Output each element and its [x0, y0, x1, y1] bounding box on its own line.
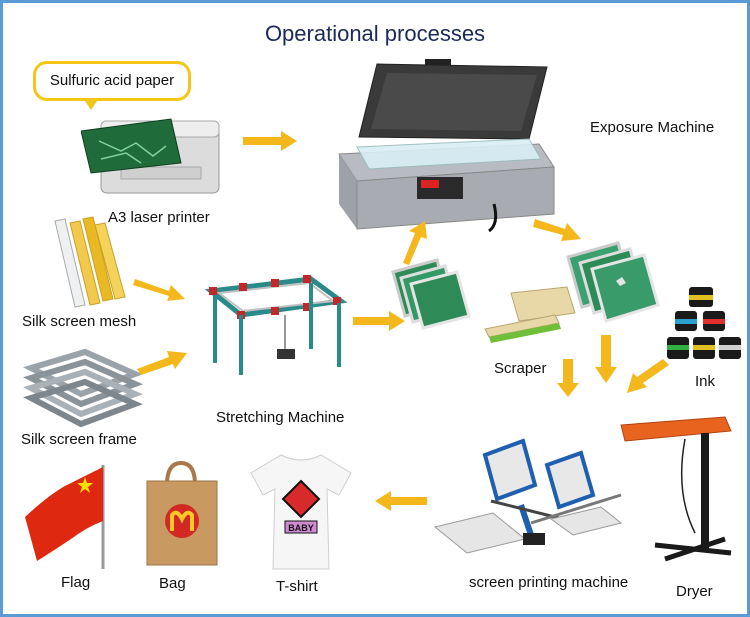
flag-label: Flag [61, 574, 91, 591]
frames-icon [23, 348, 143, 428]
diagram-title: Operational processes [264, 21, 486, 46]
exposure-machine-label: Exposure Machine [590, 119, 715, 136]
mesh-rolls-icon [54, 216, 126, 308]
tshirt-label: T-shirt [276, 578, 318, 595]
stretching-machine-label: Stretching Machine [216, 409, 345, 426]
arrow-icon [627, 359, 669, 393]
sulfuric-acid-paper-callout: Sulfuric acid paper [33, 61, 191, 101]
printing-machine-label: screen printing machine [469, 574, 629, 591]
arrow-icon [557, 359, 579, 397]
screens-icon [391, 258, 471, 330]
arrow-icon [353, 311, 405, 331]
printer-label: A3 laser printer [108, 209, 210, 226]
callout-tail [83, 98, 99, 110]
dryer-icon [620, 416, 732, 562]
printing-press-icon [433, 438, 623, 554]
ink-label: Ink [695, 373, 716, 390]
scraper-label: Scraper [494, 360, 547, 377]
arrow-icon [243, 131, 297, 151]
scraper-icon [484, 286, 576, 343]
bag-icon [146, 461, 218, 566]
arrow-icon [403, 221, 427, 265]
tshirt-icon: BABY [250, 454, 352, 570]
arrow-icon [375, 491, 427, 511]
arrow-icon [137, 351, 187, 375]
frame-label: Silk screen frame [21, 431, 137, 448]
tshirt-print-text: BABY [288, 523, 314, 533]
ink-cans-icon [667, 287, 741, 359]
printer-icon [81, 118, 220, 194]
arrow-icon [133, 279, 185, 301]
bag-label: Bag [159, 575, 186, 592]
stretching-machine-icon [204, 275, 348, 375]
arrow-icon [533, 219, 581, 241]
arrow-icon [595, 335, 617, 383]
exposure-machine-icon [338, 59, 555, 233]
mesh-label: Silk screen mesh [22, 313, 137, 330]
exposed-screens-icon [566, 241, 660, 323]
flag-icon [25, 465, 105, 569]
dryer-label: Dryer [676, 583, 713, 600]
